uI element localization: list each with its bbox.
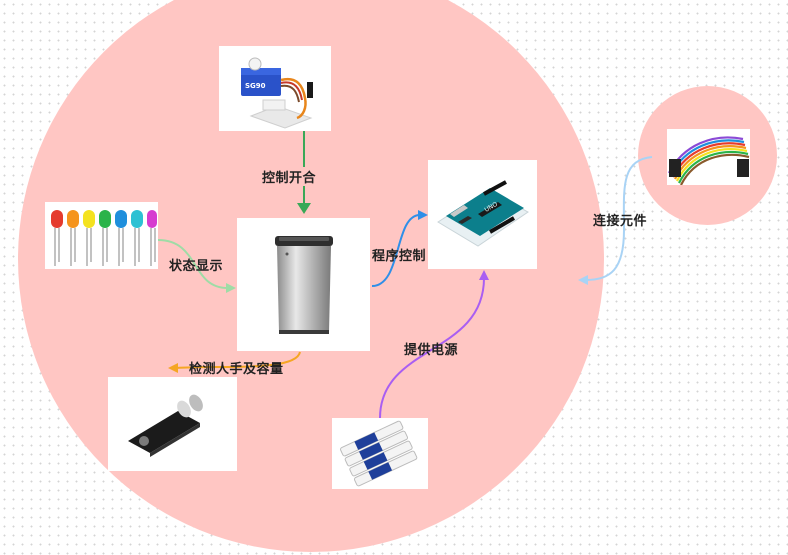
arrow-wires-to-arduino (585, 156, 653, 281)
label-connect-parts: 连接元件 (593, 214, 648, 229)
arrow-leds-to-bin (157, 239, 229, 289)
label-status-display: 状态显示 (169, 259, 224, 274)
trash-can-image (237, 218, 370, 351)
servo-motor-image: SG90 (219, 46, 331, 131)
svg-text:SG90: SG90 (245, 82, 266, 90)
label-detect-hand: 检测人手及容量 (189, 362, 284, 377)
arrow-bin-to-sensor (175, 351, 301, 369)
label-power-supply: 提供电源 (404, 343, 459, 358)
sensor-module-image (108, 377, 237, 471)
batteries-image (332, 418, 428, 489)
arrow-battery-to-arduino (379, 277, 485, 419)
arduino-board-image: UNO (428, 160, 537, 269)
label-program-control: 程序控制 (372, 249, 427, 264)
jumper-wires-image (667, 129, 750, 185)
leds-image (45, 202, 158, 269)
label-control-switch: 控制开合 (262, 167, 317, 186)
arrow-bin-to-arduino (371, 214, 421, 287)
